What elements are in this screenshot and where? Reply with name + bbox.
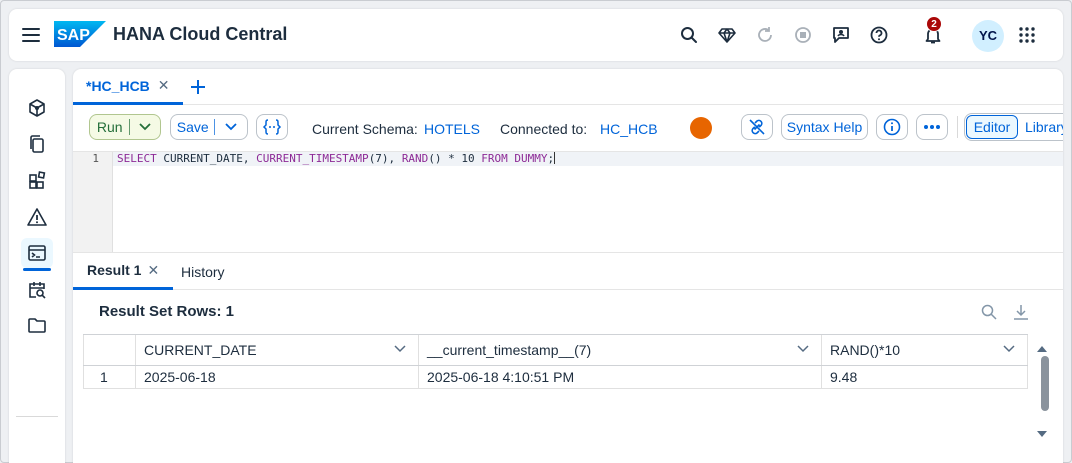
column-header-current-date[interactable]: CURRENT_DATE: [135, 335, 418, 365]
chevron-down-icon: [797, 345, 809, 353]
line-number: 1: [92, 152, 99, 165]
table-row[interactable]: 1 2025-06-18 2025-06-18 4:10:51 PM 9.48: [83, 366, 1028, 389]
tab-label: History: [181, 263, 225, 280]
overflow-icon: [924, 125, 940, 129]
feedback-icon[interactable]: [831, 25, 851, 45]
result-table: CURRENT_DATE __current_timestamp__(7) RA…: [83, 334, 1028, 389]
column-header-rand[interactable]: RAND()*10: [821, 335, 1028, 365]
active-line-highlight: [113, 152, 1063, 166]
chevron-down-icon: [394, 345, 406, 353]
close-icon[interactable]: ✕: [147, 261, 160, 278]
shell-bar: SAP HANA Cloud Central 2 YC: [9, 9, 1063, 61]
side-navigation: [9, 69, 65, 463]
row-number-cell: 1: [83, 366, 135, 388]
chevron-down-icon[interactable]: [215, 123, 247, 131]
tab-history[interactable]: History: [181, 253, 225, 290]
info-button[interactable]: [876, 114, 908, 140]
tab-result-1[interactable]: Result 1 ✕: [73, 253, 174, 290]
plus-icon: [191, 80, 205, 94]
add-tab-button[interactable]: [186, 75, 210, 99]
help-icon[interactable]: [869, 25, 889, 45]
editor-toolbar: Run Save Current Schema: HOTELS Connecte…: [73, 105, 1063, 151]
refresh-icon[interactable]: [755, 25, 775, 45]
row-number-header: [83, 335, 135, 365]
menu-icon[interactable]: [21, 25, 41, 45]
table-cell: 2025-06-18 4:10:51 PM: [418, 366, 821, 388]
unlink-icon: [749, 119, 765, 135]
save-button[interactable]: Save: [170, 114, 248, 140]
editor-tab-bar: *HC_HCB ✕: [73, 69, 1063, 105]
format-code-button[interactable]: [256, 114, 288, 140]
disconnect-button[interactable]: [741, 114, 773, 140]
scroll-down-arrow[interactable]: [1037, 425, 1047, 443]
connection-status-indicator: [690, 117, 712, 139]
sql-code-line[interactable]: SELECT CURRENT_DATE, CURRENT_TIMESTAMP(7…: [117, 152, 556, 165]
table-header-row: CURRENT_DATE __current_timestamp__(7) RA…: [83, 335, 1028, 366]
svg-text:SAP: SAP: [57, 27, 90, 44]
nav-divider: [16, 416, 58, 417]
result-rows-title: Result Set Rows: 1: [99, 303, 235, 320]
tab-hc-hcb[interactable]: *HC_HCB ✕: [73, 69, 183, 105]
library-view-button[interactable]: Library: [1025, 119, 1063, 135]
download-icon[interactable]: [1011, 302, 1031, 322]
stop-icon[interactable]: [793, 25, 813, 45]
line-number-gutter: 1: [73, 152, 113, 252]
tab-label: Result 1: [87, 262, 142, 278]
run-label[interactable]: Run: [96, 119, 123, 135]
app-title: HANA Cloud Central: [113, 24, 288, 44]
view-switch: Editor Library: [964, 113, 1063, 141]
schema-value-link[interactable]: HOTELS: [424, 121, 481, 137]
grid-icon[interactable]: [1017, 25, 1037, 45]
notification-badge: 2: [926, 16, 942, 32]
braces-icon: [262, 119, 282, 135]
sql-console-icon[interactable]: [21, 238, 53, 271]
avatar[interactable]: YC: [972, 20, 1004, 52]
schema-label: Current Schema:: [312, 121, 418, 137]
search-icon[interactable]: [679, 25, 699, 45]
sql-editor[interactable]: 1 SELECT CURRENT_DATE, CURRENT_TIMESTAMP…: [73, 151, 1063, 253]
column-header-current-timestamp[interactable]: __current_timestamp__(7): [418, 335, 821, 365]
more-options-button[interactable]: [916, 114, 948, 140]
save-label[interactable]: Save: [176, 119, 209, 135]
search-icon[interactable]: [979, 302, 999, 322]
syntax-help-button[interactable]: Syntax Help: [781, 114, 868, 140]
close-icon[interactable]: ✕: [157, 77, 170, 93]
connected-label: Connected to:: [500, 121, 588, 137]
chevron-down-icon: [1003, 345, 1015, 353]
folder-icon[interactable]: [21, 310, 53, 340]
scroll-up-arrow[interactable]: [1037, 340, 1047, 358]
tab-label: *HC_HCB: [86, 77, 150, 94]
diamond-icon[interactable]: [717, 25, 737, 45]
warning-icon[interactable]: [21, 202, 53, 232]
run-button[interactable]: Run: [89, 114, 161, 140]
connection-value-link[interactable]: HC_HCB: [600, 121, 658, 137]
sql-console-panel: *HC_HCB ✕ Run Save Current Schema: HOTEL…: [73, 69, 1063, 463]
table-cell: 9.48: [821, 366, 1028, 388]
table-cell: 2025-06-18: [135, 366, 418, 388]
blocks-icon[interactable]: [21, 166, 53, 196]
result-tab-bar: Result 1 ✕ History: [73, 253, 1063, 290]
cube-icon[interactable]: [21, 93, 53, 123]
copy-icon[interactable]: [21, 129, 53, 159]
scrollbar-thumb[interactable]: [1041, 356, 1049, 411]
calendar-search-icon[interactable]: [21, 275, 53, 305]
chevron-down-icon[interactable]: [130, 115, 160, 139]
toolbar-divider: [957, 116, 958, 138]
editor-view-button[interactable]: Editor: [966, 115, 1018, 139]
sap-logo[interactable]: SAP: [54, 21, 106, 47]
info-icon: [883, 118, 901, 136]
